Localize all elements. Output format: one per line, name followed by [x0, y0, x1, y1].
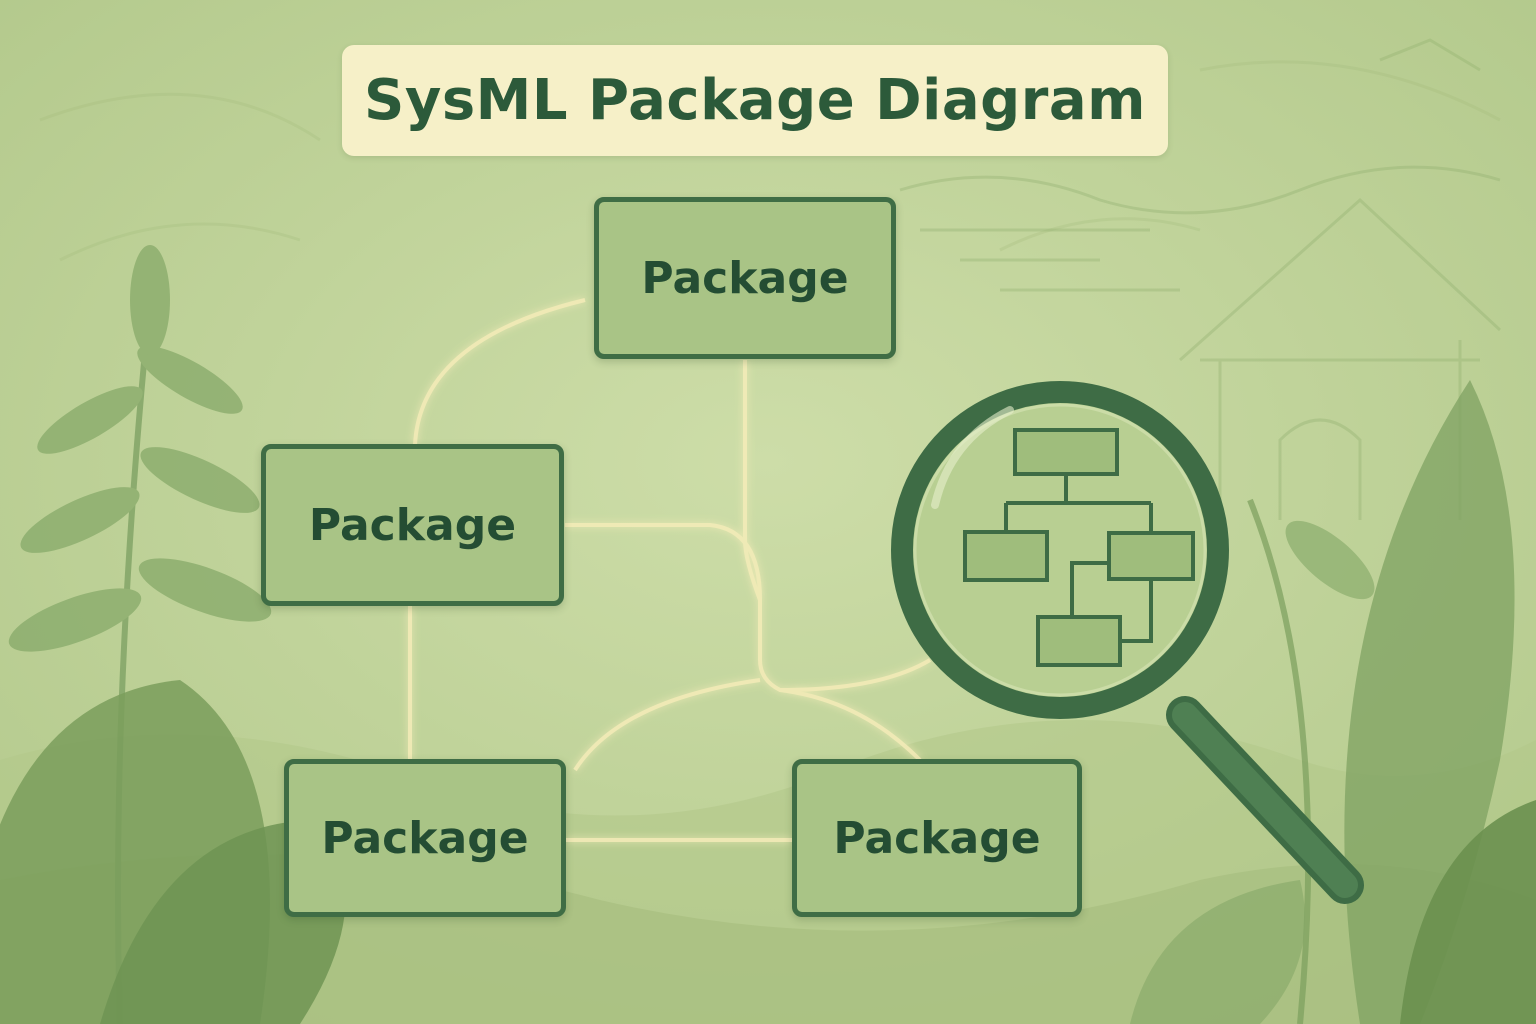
package-label: Package [308, 499, 517, 551]
package-label: Package [833, 812, 1041, 864]
leaf-icon [8, 245, 272, 1024]
connector-top-bottomright [743, 360, 922, 762]
leaf-corner-right [1400, 800, 1536, 1024]
connector-top-left [413, 298, 586, 446]
connector-left-center [565, 523, 762, 601]
stem-right [1247, 498, 1312, 1024]
connector-center-magnifier [779, 658, 932, 692]
connector-center-bottomleft [573, 678, 761, 772]
package-bottom-left[interactable]: Package [284, 759, 566, 917]
brush-strokes [39, 60, 1501, 262]
package-left[interactable]: Package [261, 444, 564, 606]
connectors [408, 298, 932, 842]
package-top[interactable]: Package [594, 197, 896, 359]
page-title: SysML Package Diagram [342, 45, 1168, 156]
package-label: Package [321, 812, 529, 864]
leaf-low-right [1130, 880, 1305, 1024]
magnifier-icon [891, 381, 1364, 904]
package-label: Package [641, 252, 849, 304]
mini-tree-diagram [963, 428, 1195, 667]
building-sketch [899, 38, 1502, 520]
package-bottom-right[interactable]: Package [792, 759, 1082, 917]
leaf-small-right [1285, 520, 1375, 600]
